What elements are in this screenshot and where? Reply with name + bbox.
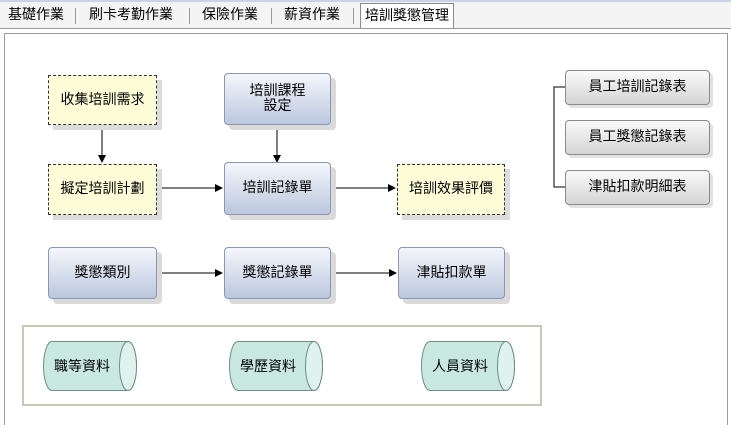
report-label: 員工獎懲記錄表 (588, 129, 687, 145)
node-reward-penalty-category[interactable]: 獎懲類別 (48, 247, 157, 299)
window-top-border (0, 0, 731, 2)
node-training-record-form[interactable]: 培訓記錄單 (224, 162, 331, 215)
tab-separator (353, 8, 354, 24)
tab-payroll-operations[interactable]: 薪資作業 (284, 7, 340, 23)
node-reward-penalty-record-form[interactable]: 獎懲記錄單 (224, 247, 331, 299)
database-cylinder-icon (421, 341, 515, 391)
module-tab-bar: 基礎作業 刷卡考勤作業 保險作業 薪資作業 培訓獎懲管理 (0, 2, 731, 29)
node-label: 獎懲類別 (74, 264, 131, 281)
report-employee-reward-penalty[interactable]: 員工獎懲記錄表 (565, 120, 710, 155)
database-personnel[interactable]: 人員資料 (421, 341, 516, 391)
node-label: 津貼扣款單 (416, 264, 487, 281)
node-label: 培訓記錄單 (242, 180, 313, 196)
tab-separator (271, 8, 272, 24)
node-training-evaluation[interactable]: 培訓效果評價 (397, 164, 505, 215)
database-label: 職等資料 (54, 359, 110, 375)
node-label: 收集培訓需求 (60, 91, 145, 108)
database-job-grade[interactable]: 職等資料 (43, 341, 138, 391)
tab-separator (189, 8, 190, 24)
node-label: 獎懲記錄單 (242, 264, 313, 281)
report-label: 員工培訓記錄表 (588, 79, 687, 95)
tab-attendance-operations[interactable]: 刷卡考勤作業 (89, 7, 173, 23)
tab-basic-operations[interactable]: 基礎作業 (8, 7, 64, 23)
database-cylinder-icon (229, 341, 323, 391)
report-employee-training[interactable]: 員工培訓記錄表 (565, 70, 710, 105)
node-label: 擬定培訓計劃 (60, 181, 145, 197)
database-education[interactable]: 學歷資料 (229, 341, 324, 391)
master-data-group (22, 325, 542, 406)
tab-insurance-operations[interactable]: 保險作業 (202, 7, 258, 23)
tab-separator (75, 8, 76, 24)
node-draft-training-plan[interactable]: 擬定培訓計劃 (48, 164, 157, 215)
database-cylinder-icon (43, 341, 137, 391)
node-label: 培訓課程 設定 (249, 83, 306, 114)
report-allowance-deduction-detail[interactable]: 津貼扣款明細表 (565, 170, 710, 205)
node-label: 培訓效果評價 (409, 181, 493, 197)
node-allowance-deduction-form[interactable]: 津貼扣款單 (398, 247, 505, 299)
node-training-course-setup[interactable]: 培訓課程 設定 (224, 73, 331, 125)
database-label: 學歷資料 (240, 359, 296, 375)
report-label: 津貼扣款明細表 (588, 179, 687, 195)
tab-training-reward-management[interactable]: 培訓獎懲管理 (360, 3, 454, 28)
node-collect-training-needs[interactable]: 收集培訓需求 (48, 75, 157, 125)
database-label: 人員資料 (432, 359, 488, 375)
